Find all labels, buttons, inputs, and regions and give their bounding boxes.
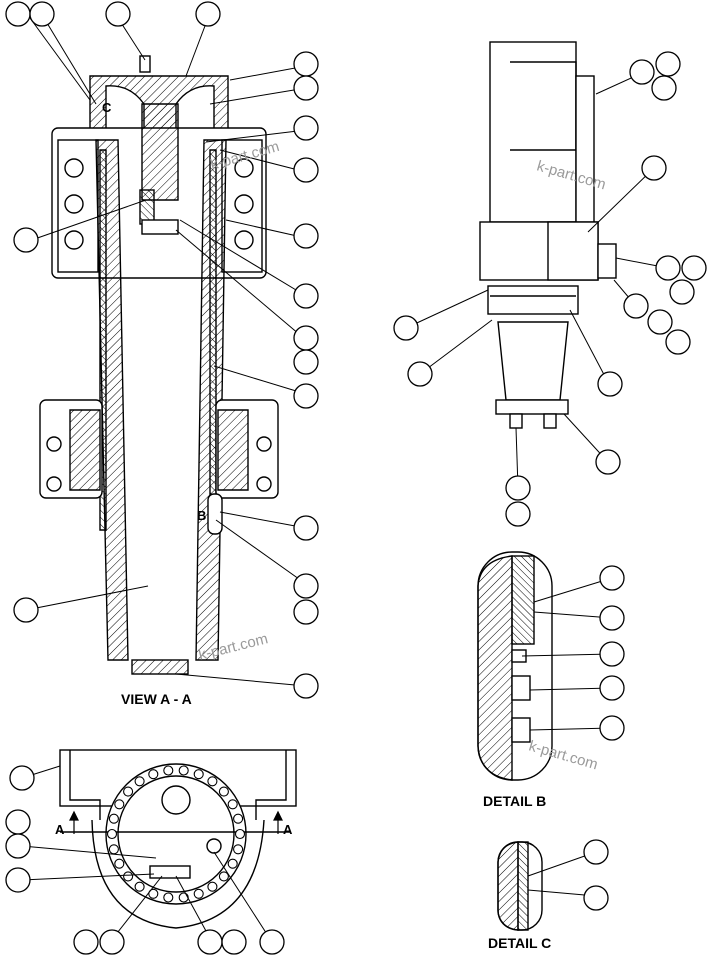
callout-bubble xyxy=(259,929,285,955)
callout-bubble xyxy=(293,283,319,309)
callout-bubble xyxy=(293,51,319,77)
callout-bubble xyxy=(99,929,125,955)
detail-c-title: DETAIL C xyxy=(488,935,551,951)
callout-bubble xyxy=(197,929,223,955)
bolt-hole xyxy=(148,888,159,899)
callout-bubble xyxy=(13,597,39,623)
bolt-hole xyxy=(233,844,244,855)
section-arrows xyxy=(69,810,283,834)
callout-bubble xyxy=(105,1,131,27)
callout-bubble xyxy=(195,1,221,27)
detail-c xyxy=(497,841,543,931)
bolt-hole xyxy=(227,858,238,869)
callout-bubble xyxy=(599,565,625,591)
callout-bubble xyxy=(13,227,39,253)
bolt-hole xyxy=(227,799,238,810)
callout-bubble xyxy=(29,1,55,27)
right-assembly xyxy=(479,41,617,429)
bolt-hole xyxy=(134,776,145,787)
callout-bubble xyxy=(583,839,609,865)
callout-bubble xyxy=(293,673,319,699)
callout-bubble xyxy=(221,929,247,955)
bolt-hole xyxy=(207,776,218,787)
callout-bubble xyxy=(293,383,319,409)
bolt-hole xyxy=(178,765,189,776)
callout-bubble xyxy=(583,885,609,911)
view-aa-section xyxy=(39,55,279,675)
callout-bubble xyxy=(393,315,419,341)
callout-bubble xyxy=(9,765,35,791)
callout-bubble xyxy=(651,75,677,101)
callout-bubble xyxy=(599,641,625,667)
bolt-hole xyxy=(148,769,159,780)
bolt-hole xyxy=(108,844,119,855)
callout-bubble xyxy=(5,809,31,835)
detail-b-title: DETAIL B xyxy=(483,793,546,809)
callout-bubble xyxy=(73,929,99,955)
callout-bubble xyxy=(293,599,319,625)
bolt-hole xyxy=(234,828,246,840)
callout-bubbles xyxy=(5,1,707,955)
callout-bubble xyxy=(293,515,319,541)
callout-bubble xyxy=(599,605,625,631)
plan-view xyxy=(59,749,297,929)
bolt-hole xyxy=(218,786,229,797)
callout-bubble xyxy=(5,833,31,859)
callout-bubble xyxy=(647,309,673,335)
bolt-hole xyxy=(114,858,125,869)
bolt-hole xyxy=(233,813,244,824)
bolt-hole xyxy=(114,799,125,810)
bolt-hole xyxy=(207,881,218,892)
bolt-hole xyxy=(193,769,204,780)
callout-bubble xyxy=(629,59,655,85)
detail-b-marker: B xyxy=(197,508,206,523)
callout-bubble xyxy=(505,475,531,501)
callout-bubble xyxy=(669,279,695,305)
bolt-ring xyxy=(106,765,246,903)
callout-bubble xyxy=(655,255,681,281)
callout-bubble xyxy=(293,325,319,351)
callout-bubble xyxy=(641,155,667,181)
bolt-hole xyxy=(123,786,134,797)
callout-bubble xyxy=(655,51,681,77)
callout-bubble xyxy=(293,573,319,599)
bolt-hole xyxy=(108,813,119,824)
callout-bubble xyxy=(5,867,31,893)
callout-bubble xyxy=(595,449,621,475)
bolt-hole xyxy=(178,892,189,903)
bolt-hole xyxy=(134,881,145,892)
detail-b xyxy=(477,551,553,781)
callout-bubble xyxy=(599,715,625,741)
callout-bubble xyxy=(505,501,531,527)
bolt-hole xyxy=(163,765,174,776)
detail-c-marker: C xyxy=(102,100,112,115)
bolt-hole xyxy=(193,888,204,899)
bolt-hole xyxy=(123,871,134,882)
callout-bubble xyxy=(293,115,319,141)
callout-bubble xyxy=(293,75,319,101)
callout-bubble xyxy=(681,255,707,281)
callout-bubble xyxy=(293,349,319,375)
callout-bubble xyxy=(599,675,625,701)
callout-bubble xyxy=(5,1,31,27)
view-aa-title: VIEW A - A xyxy=(121,691,192,707)
section-marker-right: A xyxy=(283,822,293,837)
callout-bubble xyxy=(665,329,691,355)
callout-bubble xyxy=(293,223,319,249)
bolt-hole xyxy=(163,892,174,903)
callout-bubble xyxy=(597,371,623,397)
bolt-hole xyxy=(106,828,118,840)
bolt-hole xyxy=(218,871,229,882)
section-marker-left: A xyxy=(55,822,65,837)
callout-bubble xyxy=(293,157,319,183)
callout-bubble xyxy=(623,293,649,319)
callout-bubble xyxy=(407,361,433,387)
